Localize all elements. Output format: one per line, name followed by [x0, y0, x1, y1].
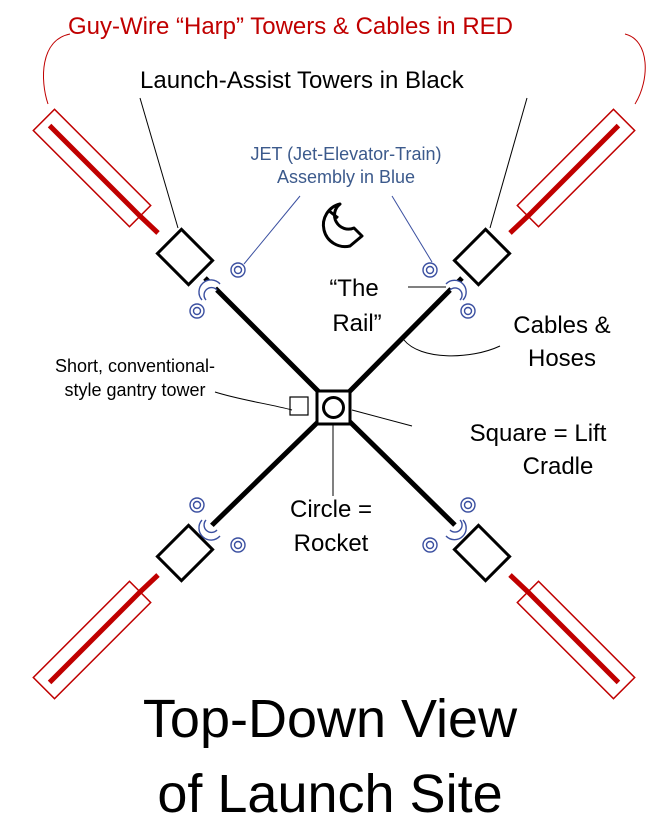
jet-assembly-top-right — [422, 262, 476, 319]
cables-label-line2: Hoses — [528, 345, 596, 372]
harp-tower-bottom-left — [32, 580, 152, 700]
rocket-circle — [322, 396, 345, 419]
guy-cable-bottom-left — [138, 573, 160, 594]
rail-cross-section-symbol — [321, 202, 364, 249]
guy-wire-label: Guy-Wire “Harp” Towers & Cables in RED — [68, 13, 513, 40]
gantry-tower-square — [289, 396, 309, 416]
harp-tower-bottom-right — [516, 580, 636, 700]
launch-assist-tower-top-left — [155, 227, 215, 287]
jet-assembly-bottom-right — [422, 497, 476, 553]
launch-assist-tower-top-right — [452, 227, 512, 287]
cables-label-line1: Cables & — [513, 312, 610, 339]
launch-assist-label: Launch-Assist Towers in Black — [140, 67, 465, 94]
square-label-line1: Square = Lift — [470, 420, 607, 447]
rail-bottom-left — [203, 418, 322, 534]
guy-cable-top-right — [508, 214, 530, 235]
jet-assembly-bottom-left — [189, 497, 246, 553]
rail-label-line2: Rail” — [332, 310, 381, 337]
circle-label-line2: Rocket — [294, 530, 369, 557]
jet-label-line2: Assembly in Blue — [277, 167, 415, 187]
title-line2: of Launch Site — [157, 764, 502, 824]
gantry-label-line1: Short, conventional- — [55, 356, 215, 376]
rail-top-left — [203, 276, 322, 395]
rail-label-line1: “The — [329, 275, 378, 302]
harp-tower-top-left — [32, 108, 152, 228]
rail-top-right — [346, 276, 464, 395]
title-line1: Top-Down View — [143, 689, 518, 749]
gantry-label-line2: style gantry tower — [64, 380, 205, 400]
circle-label-line1: Circle = — [290, 496, 372, 523]
harp-tower-top-right — [516, 108, 636, 228]
guy-cable-bottom-right — [508, 573, 530, 594]
jet-assembly-top-left — [189, 262, 246, 319]
guy-cable-top-left — [138, 214, 160, 235]
leader-lines — [43, 33, 646, 496]
square-label-line2: Cradle — [523, 453, 594, 480]
launch-assist-tower-bottom-right — [452, 523, 512, 583]
launch-assist-tower-bottom-left — [155, 523, 215, 583]
rail-bottom-right — [346, 418, 464, 534]
jet-label-line1: JET (Jet-Elevator-Train) — [250, 144, 441, 164]
